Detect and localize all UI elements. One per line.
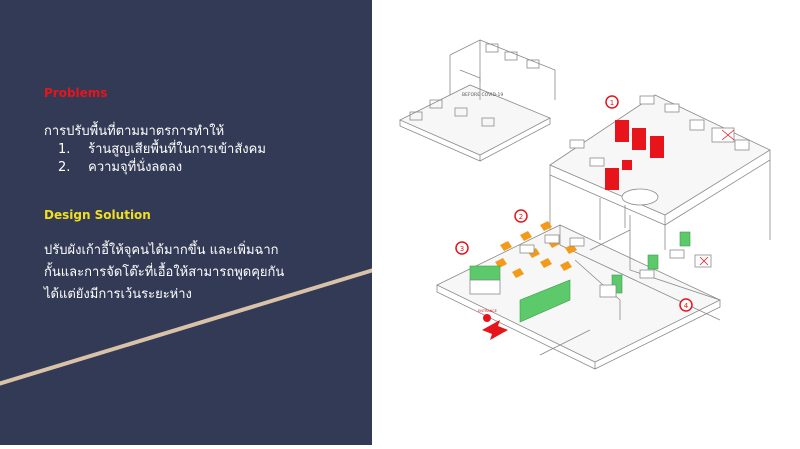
ground-floor	[436, 215, 721, 370]
location-pin-icon	[483, 314, 491, 322]
isometric-floorplan: BEFORE COVID-19	[399, 39, 771, 370]
green-partitions	[469, 231, 691, 323]
solution-heading: Design Solution	[44, 208, 151, 222]
callout-2-label: 2	[519, 213, 523, 221]
problem-item: 2. ความจุที่นั่งลดลง	[58, 156, 182, 177]
solution-line: กั้นและการจัดโต๊ะที่เอื้อให้สามารถพูดคุย…	[44, 265, 285, 280]
floorplan-panel: BEFORE COVID-19	[372, 0, 800, 445]
before-covid-label: BEFORE COVID-19	[462, 92, 503, 98]
callout-4-label: 4	[684, 302, 689, 310]
upper-floor	[549, 94, 771, 226]
solution-line: ได้แต่ยังมีการเว้นระยะห่าง	[44, 287, 192, 302]
entrance-arrow-icon	[482, 320, 508, 340]
diagonal-stripe	[0, 268, 372, 386]
problem-item-text: ความจุที่นั่งลดลง	[88, 160, 183, 175]
problem-item-number: 2.	[58, 160, 71, 175]
callout-3: 3	[455, 241, 469, 255]
entrance-label: ENTRANCE	[478, 309, 497, 313]
callout-2: 2	[514, 209, 528, 223]
problem-item-text: ร้านสูญเสียพื้นที่ในการเข้าสังคม	[88, 142, 266, 157]
callout-1: 1	[605, 95, 619, 109]
problems-heading: Problems	[44, 86, 108, 100]
problem-item-number: 1.	[58, 142, 71, 157]
callout-1-label: 1	[610, 99, 614, 107]
problems-intro: การปรับพื้นที่ตามมาตรการทำให้	[44, 124, 225, 139]
callout-4: 4	[679, 298, 693, 312]
solution-line: ปรับผังเก้าอี้ให้จุคนได้มากขึ้น และเพิ่ม…	[44, 243, 279, 258]
before-covid-floor	[399, 39, 556, 162]
text-panel: Problems การปรับพื้นที่ตามมาตรการทำให้ 1…	[0, 0, 372, 445]
callout-3-label: 3	[460, 245, 464, 253]
problem-item: 1. ร้านสูญเสียพื้นที่ในการเข้าสังคม	[58, 138, 266, 159]
